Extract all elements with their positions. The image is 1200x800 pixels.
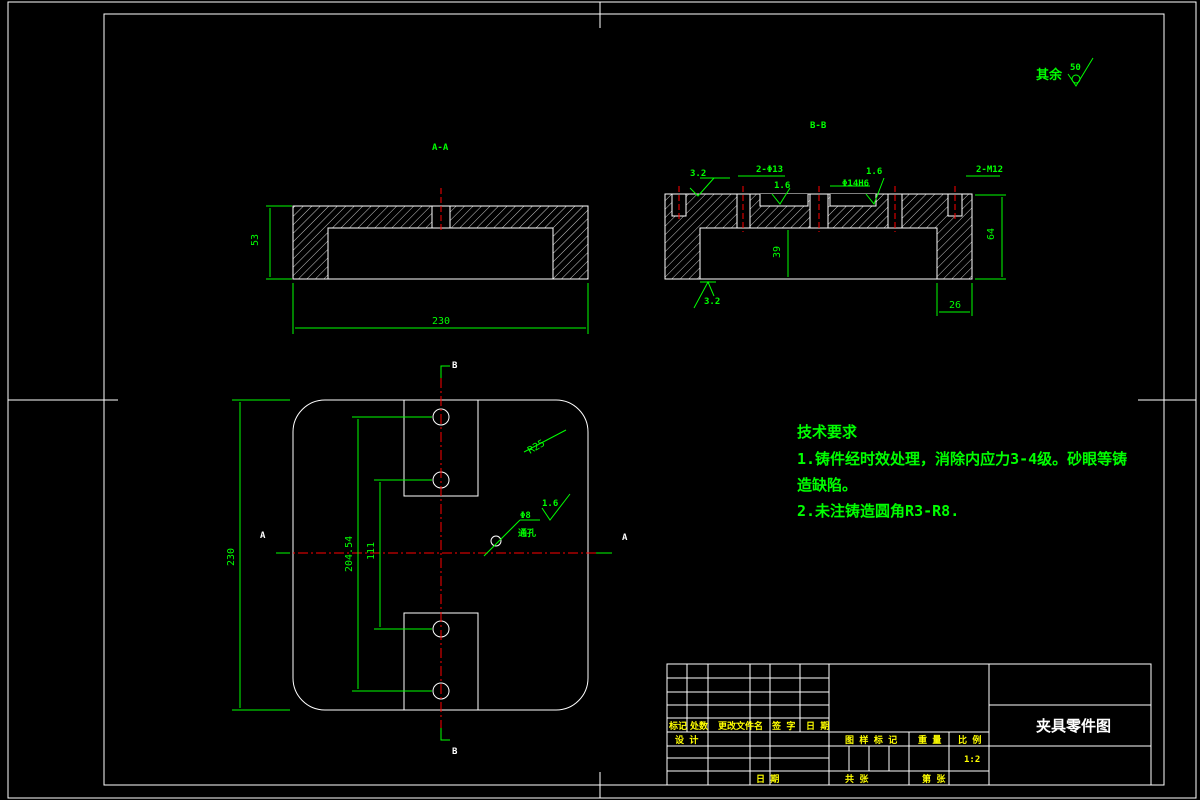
rev-header-count: 处数 [689, 720, 709, 732]
date-label: 日 期 [756, 773, 779, 785]
bb-rough-bottom: 3.2 [704, 297, 720, 307]
plan-view: B B A A R25 230 204.54 111 Φ8 通孔 1.6 [226, 361, 628, 757]
tech-requirements: 技术要求 1.铸件经时效处理，消除内应力3-4级。砂眼等铸 造缺陷。 2.未注铸… [797, 423, 1127, 520]
bb-rough-left: 3.2 [690, 169, 706, 179]
section-aa-width-dim: 230 [432, 316, 450, 327]
surface-note-label: 其余 [1036, 67, 1063, 83]
plan-rough: 1.6 [542, 499, 558, 509]
section-aa-dims [266, 205, 589, 334]
plan-radius-dim: R25 [526, 438, 547, 457]
title-block: 夹具零件图 标记 处数 更改文件名 签 字 日 期 设 计 日 期 图 样 标 … [666, 663, 1152, 786]
bb-height-dim: 64 [986, 228, 997, 240]
roughness-symbol [1067, 57, 1094, 87]
plan-hole-dia: Φ8 [520, 511, 531, 521]
sheet-frame [7, 1, 1197, 799]
section-bb-centerlines [678, 186, 956, 232]
drawing-title: 夹具零件图 [1036, 717, 1111, 735]
bb-hole-left: 2-Φ13 [756, 165, 783, 175]
sheet-label: 第 张 [922, 773, 946, 785]
section-bb-view: B-B [664, 121, 1006, 316]
rev-header-doc: 更改文件名 [718, 720, 763, 732]
plan-spacing-outer-dim: 204.54 [344, 536, 355, 572]
tech-req-line-3: 2.未注铸造圆角R3-R8. [797, 502, 959, 520]
plan-spacing-inner-dim: 111 [366, 542, 377, 560]
section-bb-title: B-B [810, 121, 827, 131]
plan-section-a-left: A [260, 531, 266, 541]
rev-header-mark: 标记 [668, 720, 687, 732]
plan-section-b-bottom: B [452, 747, 458, 757]
tech-req-line-1: 1.铸件经时效处理，消除内应力3-4级。砂眼等铸 [797, 450, 1127, 468]
weight-label: 重 量 [918, 734, 941, 746]
bb-bore: Φ14H6 [842, 179, 869, 189]
plan-centerlines [280, 378, 610, 728]
designer-label: 设 计 [675, 734, 698, 746]
plan-section-b-top: B [452, 361, 458, 371]
bb-rough-right: 1.6 [866, 167, 882, 177]
section-aa-title: A-A [432, 143, 449, 153]
plan-overall-dim: 230 [226, 548, 237, 566]
tech-req-line-2: 造缺陷。 [797, 476, 857, 494]
tech-req-title: 技术要求 [797, 423, 858, 441]
section-bb-dims [689, 175, 1006, 316]
scale-value: 1:2 [964, 755, 980, 765]
bb-rough-mid: 1.6 [774, 181, 790, 191]
bb-depth-dim: 39 [772, 246, 783, 258]
plan-section-a-right: A [622, 533, 628, 543]
stage-label: 图 样 标 记 [845, 734, 897, 746]
surface-note-value: 50 [1070, 63, 1081, 73]
plan-dims [232, 365, 612, 741]
title-block-grid [666, 663, 1152, 786]
sheet-total-label: 共 张 [845, 773, 869, 785]
bb-hole-right: 2-M12 [976, 165, 1003, 175]
rev-header-date: 日 期 [806, 720, 829, 732]
plan-hole-note: 通孔 [518, 527, 536, 539]
plan-slots [403, 400, 502, 710]
section-aa-height-dim: 53 [250, 234, 261, 246]
section-aa-view: A-A 53 230 [250, 143, 589, 334]
rev-header-sign: 签 字 [771, 720, 795, 732]
scale-label: 比 例 [958, 734, 981, 746]
bb-width-dim: 26 [949, 300, 961, 311]
surface-finish-note: 其余 50 [1036, 57, 1094, 87]
